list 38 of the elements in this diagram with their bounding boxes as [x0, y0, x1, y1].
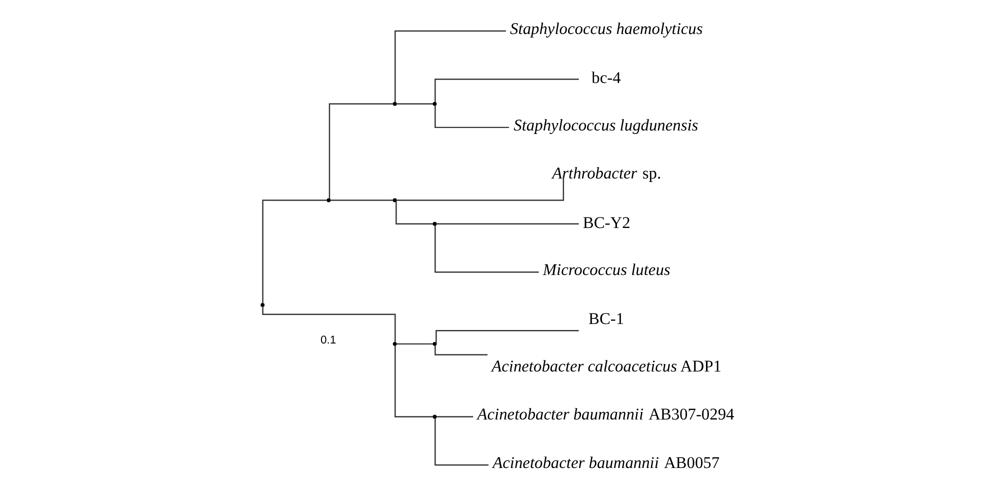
connector — [434, 226, 538, 273]
node-text: Micrococcus luteus — [542, 260, 670, 279]
connector — [436, 223, 578, 224]
connector — [395, 201, 433, 224]
connector — [394, 345, 432, 418]
node-point — [326, 198, 330, 202]
node-point — [260, 302, 264, 307]
connector — [434, 418, 488, 466]
node-point — [432, 342, 436, 346]
node-text: BC-Y2 — [582, 212, 630, 232]
node-point — [392, 198, 396, 202]
connector — [396, 103, 433, 104]
connector — [436, 416, 473, 418]
label: 0.1 — [320, 334, 336, 347]
node-point — [392, 102, 396, 106]
node-text: bc-4 — [591, 68, 620, 88]
connector — [330, 200, 392, 201]
connector — [396, 176, 564, 201]
connector — [434, 346, 487, 356]
node-text: BC-1 — [588, 309, 624, 328]
connector — [262, 306, 396, 342]
node-point — [432, 414, 436, 419]
connector — [262, 200, 327, 304]
connector — [434, 105, 509, 128]
node-text: Acinetobacter baumannii AB307-0294 — [476, 404, 734, 424]
connector — [434, 78, 578, 102]
node-point — [432, 222, 436, 226]
connector — [396, 343, 433, 345]
connector — [435, 330, 578, 344]
node-point — [432, 102, 436, 106]
connector — [328, 103, 393, 199]
node-text: Arthrobacter sp. — [552, 164, 661, 183]
node-text: Acinetobacter baumannii AB0057 — [492, 452, 720, 472]
node-text: Staphylococcus haemolyticus — [510, 18, 702, 38]
node-point — [392, 342, 396, 346]
node-text: Staphylococcus lugdunensis — [513, 115, 698, 134]
connector — [394, 30, 506, 102]
node-text: Acinetobacter calcoaceticus ADP1 — [491, 356, 721, 376]
